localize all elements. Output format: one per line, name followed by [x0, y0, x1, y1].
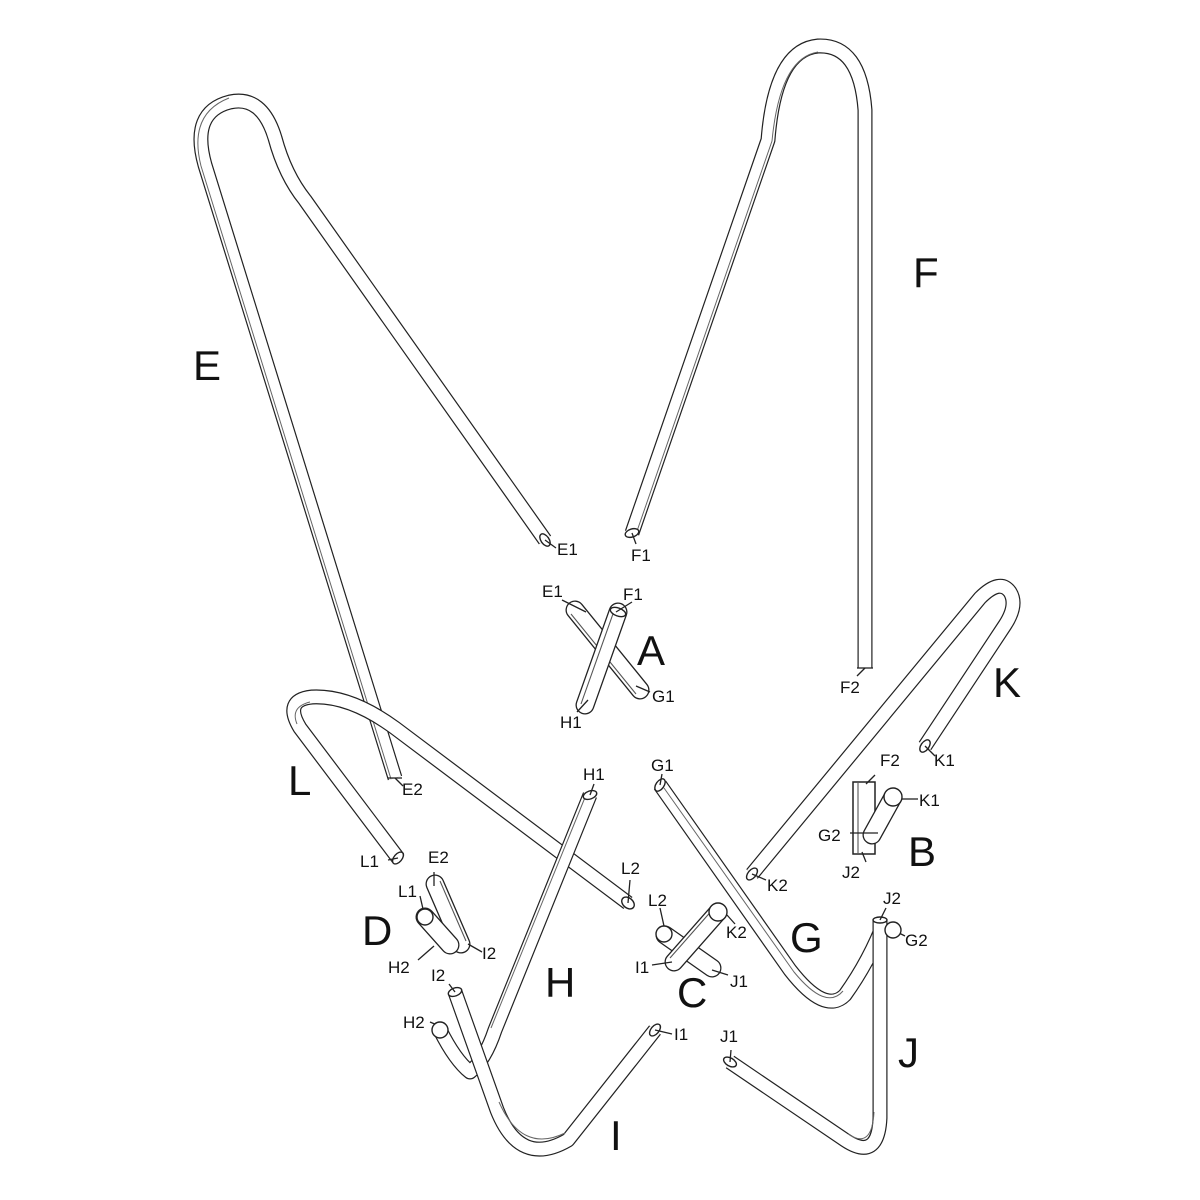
joint-label-c-k2: K2 — [726, 923, 747, 942]
joint-label-c-l2: L2 — [648, 891, 667, 910]
joint-label-c-j1: J1 — [730, 972, 748, 991]
joint-label-d-i2: I2 — [482, 944, 496, 963]
label-part-b: B — [908, 828, 936, 875]
joint-label-tube-j2: J2 — [883, 889, 901, 908]
label-part-l: L — [288, 757, 311, 804]
joint-label-tube-e2: E2 — [402, 780, 423, 799]
joint-label-tube-h2: H2 — [403, 1013, 425, 1032]
joint-label-b-f2: F2 — [880, 751, 900, 770]
joint-label-d-l1: L1 — [398, 882, 417, 901]
joint-label-a-h1: H1 — [560, 713, 582, 732]
joint-label-tube-f1: F1 — [631, 546, 651, 565]
joint-label-d-h2: H2 — [388, 958, 410, 977]
joint-label-tube-g1: G1 — [651, 756, 674, 775]
label-part-c: C — [677, 969, 707, 1016]
joint-label-d-e2: E2 — [428, 848, 449, 867]
label-part-f: F — [913, 249, 939, 296]
label-part-g: G — [790, 914, 823, 961]
connector-b — [850, 774, 918, 863]
tube-k — [746, 578, 1021, 879]
connector-d — [415, 872, 483, 961]
joint-label-tube-f2: F2 — [840, 678, 860, 697]
tube-i — [447, 989, 661, 1157]
label-part-e: E — [193, 342, 221, 389]
connector-a — [561, 599, 651, 715]
tube-f — [624, 38, 873, 668]
label-part-h: H — [545, 959, 575, 1006]
joint-label-tube-j1: J1 — [720, 1027, 738, 1046]
joint-label-c-i1: I1 — [635, 958, 649, 977]
joint-label-b-g2: G2 — [818, 826, 841, 845]
joint-label-tube-g2: G2 — [905, 931, 928, 950]
joint-label-tube-l1: L1 — [360, 852, 379, 871]
tube-e — [193, 93, 552, 781]
label-part-d: D — [362, 907, 392, 954]
label-part-i: I — [610, 1112, 622, 1159]
connector-c — [651, 902, 736, 978]
joint-label-tube-i2: I2 — [431, 966, 445, 985]
tube-l — [286, 689, 633, 909]
joint-label-a-g1: G1 — [652, 687, 675, 706]
joint-label-tube-e1: E1 — [557, 540, 578, 559]
joint-label-b-j2: J2 — [842, 863, 860, 882]
joint-label-a-e1: E1 — [542, 582, 563, 601]
label-part-a: A — [637, 627, 665, 674]
joint-label-tube-k2: K2 — [767, 876, 788, 895]
joint-label-b-k1: K1 — [919, 791, 940, 810]
joint-label-tube-k1: K1 — [934, 751, 955, 770]
joint-label-tube-i1: I1 — [674, 1025, 688, 1044]
joint-label-a-f1: F1 — [623, 585, 643, 604]
joint-label-tube-l2: L2 — [621, 859, 640, 878]
tube-end-leaders — [387, 532, 936, 1063]
label-part-k: K — [993, 659, 1021, 706]
tube-j — [725, 920, 888, 1155]
tube-h — [433, 792, 597, 1080]
joint-label-tube-h1: H1 — [583, 765, 605, 784]
label-part-j: J — [898, 1029, 919, 1076]
